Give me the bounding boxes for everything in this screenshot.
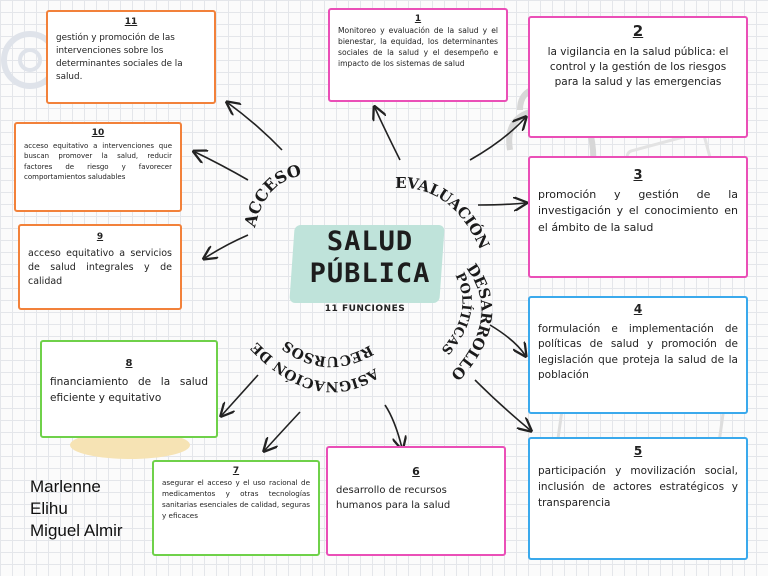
- function-box-7: 7 asegurar el acceso y el uso racional d…: [152, 460, 320, 556]
- function-box-10: 10 acceso equitativo a intervenciones qu…: [14, 122, 182, 212]
- function-number: 7: [232, 466, 240, 476]
- svg-text:RECURSOS: RECURSOS: [280, 337, 376, 369]
- function-number: 10: [91, 128, 105, 138]
- author-line2: Elihu: [30, 499, 68, 518]
- function-number: 1: [414, 14, 422, 24]
- function-text: Monitoreo y evaluación de la salud y el …: [338, 26, 498, 68]
- svg-text:ACCESO: ACCESO: [240, 161, 303, 230]
- main-title-line1: SALUD: [326, 226, 414, 257]
- function-text: acceso equitativo a intervenciones que b…: [24, 141, 172, 182]
- function-text: promoción y gestión de la investigación …: [538, 187, 738, 234]
- arrow-to-3: [477, 203, 525, 205]
- function-number: 6: [412, 465, 420, 478]
- function-text: gestión y promoción de las intervencione…: [56, 33, 183, 82]
- function-box-9: 9 acceso equitativo a servicios de salud…: [18, 224, 182, 310]
- arrow-to-1: [375, 108, 401, 161]
- function-box-2: 2 la vigilancia en la salud pública: el …: [528, 16, 748, 138]
- main-subtitle: 11 FUNCIONES: [324, 304, 406, 314]
- function-text: la vigilancia en la salud pública: el co…: [547, 46, 729, 88]
- function-text: financiamiento de la salud eficiente y e…: [50, 376, 208, 404]
- arrow-to-2: [469, 118, 525, 161]
- function-number: 5: [633, 444, 643, 458]
- arrow-to-10: [195, 152, 249, 181]
- function-number: 11: [124, 17, 138, 27]
- function-box-1: 1 Monitoreo y evaluación de la salud y e…: [328, 8, 508, 102]
- function-text: desarrollo de recursos humanos para la s…: [336, 485, 451, 511]
- category-asignacion: ASIGNACIÓN DE: [248, 339, 382, 394]
- main-title: SALUD PÚBLICA: [290, 226, 450, 290]
- svg-text:DESARROLLO: DESARROLLO: [447, 260, 495, 383]
- function-text: participación y movilización social, inc…: [538, 465, 738, 509]
- function-text: acceso equitativo a servicios de salud i…: [28, 248, 172, 287]
- arrow-to-8: [222, 374, 259, 415]
- function-number: 3: [633, 168, 643, 183]
- function-number: 9: [96, 232, 104, 242]
- arrow-to-9: [205, 234, 249, 258]
- arrow-to-5: [474, 379, 530, 430]
- category-recursos: RECURSOS: [280, 337, 376, 369]
- svg-text:ASIGNACIÓN DE: ASIGNACIÓN DE: [248, 339, 382, 394]
- function-number: 4: [633, 302, 643, 316]
- author-line3: Miguel Almir: [30, 521, 123, 540]
- arrow-to-4: [489, 324, 525, 355]
- arrow-to-7: [265, 411, 301, 450]
- function-box-8: 8 financiamiento de la salud eficiente y…: [40, 340, 218, 438]
- function-number: 8: [125, 358, 133, 369]
- author-line1: Marlenne: [30, 477, 101, 496]
- function-number: 2: [632, 22, 644, 40]
- arrow-to-6: [384, 404, 402, 448]
- function-box-4: 4 formulación e implementación de políti…: [528, 296, 748, 414]
- category-desarrollo: DESARROLLO: [447, 260, 495, 383]
- category-acceso: ACCESO: [240, 161, 303, 230]
- arrow-to-11: [228, 103, 283, 151]
- function-box-5: 5 participación y movilización social, i…: [528, 437, 748, 560]
- function-box-3: 3 promoción y gestión de la investigació…: [528, 156, 748, 278]
- function-text: asegurar el acceso y el uso racional de …: [162, 478, 310, 520]
- function-box-6: 6 desarrollo de recursos humanos para la…: [326, 446, 506, 556]
- main-title-line2: PÚBLICA: [309, 258, 431, 289]
- function-box-11: 11 gestión y promoción de las intervenci…: [46, 10, 216, 104]
- function-text: formulación e implementación de política…: [538, 322, 738, 382]
- author-credit: Marlenne Elihu Miguel Almir: [30, 476, 123, 542]
